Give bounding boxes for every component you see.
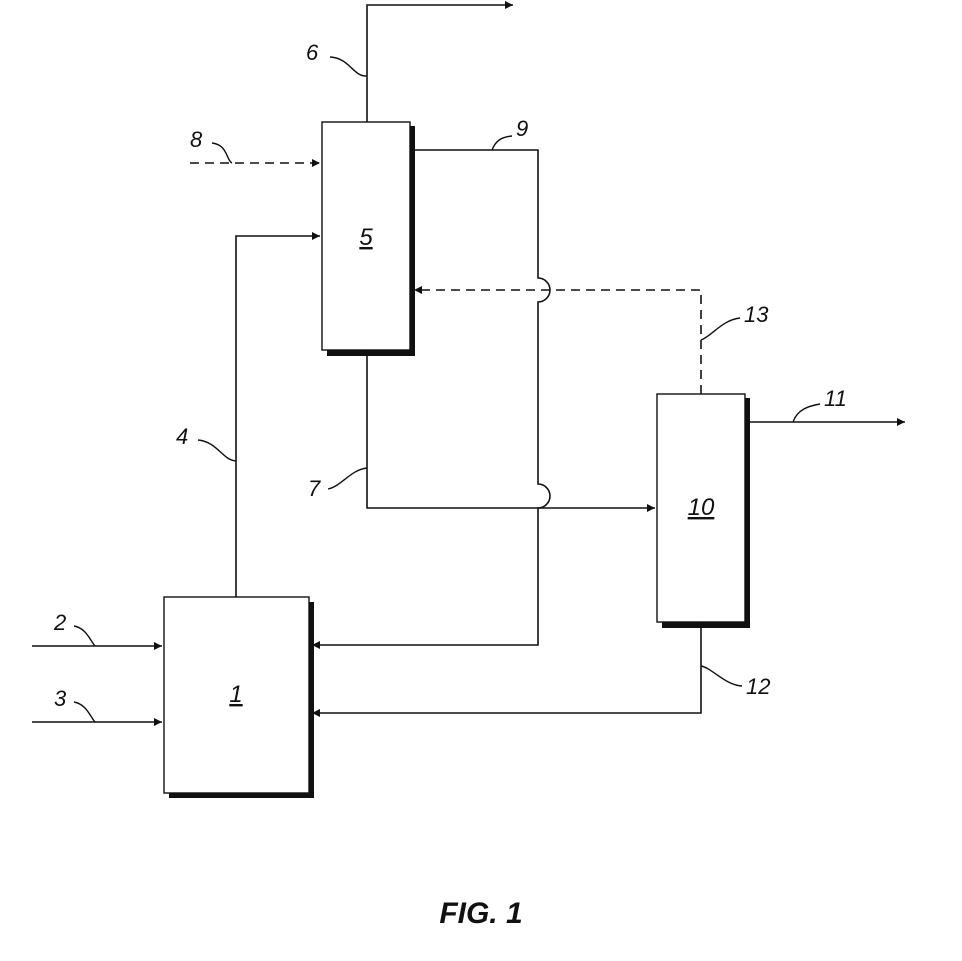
stream-11-leader [793, 404, 820, 422]
stream-12-label: 12 [746, 674, 770, 699]
stream-4-line [236, 236, 320, 597]
stream-6-line [367, 5, 513, 122]
unit-1-label: 1 [229, 681, 242, 708]
stream-2-leader [74, 626, 95, 646]
stream-7-label: 7 [308, 476, 321, 501]
stream-3-label: 3 [54, 686, 67, 711]
stream-9-label: 9 [516, 116, 528, 141]
stream-4-leader [198, 440, 236, 461]
unit-10-label: 10 [688, 494, 715, 521]
stream-13-leader [701, 318, 740, 340]
stream-3-leader [74, 702, 95, 722]
stream-2-label: 2 [53, 610, 66, 635]
stream-4-label: 4 [176, 424, 188, 449]
stream-7-line [367, 350, 655, 508]
stream-13-label: 13 [744, 302, 769, 327]
figure-caption: FIG. 1 [439, 897, 522, 930]
stream-12-line [312, 622, 701, 713]
stream-7-leader [328, 468, 367, 489]
stream-6-leader [330, 57, 367, 76]
unit-5-label: 5 [359, 224, 373, 251]
stream-12-leader [701, 666, 742, 686]
stream-11-label: 11 [824, 386, 847, 411]
stream-13-line [414, 290, 701, 394]
stream-6-label: 6 [306, 40, 319, 65]
stream-8-leader [212, 143, 232, 163]
stream-9-leader [492, 136, 512, 150]
stream-8-label: 8 [190, 127, 203, 152]
